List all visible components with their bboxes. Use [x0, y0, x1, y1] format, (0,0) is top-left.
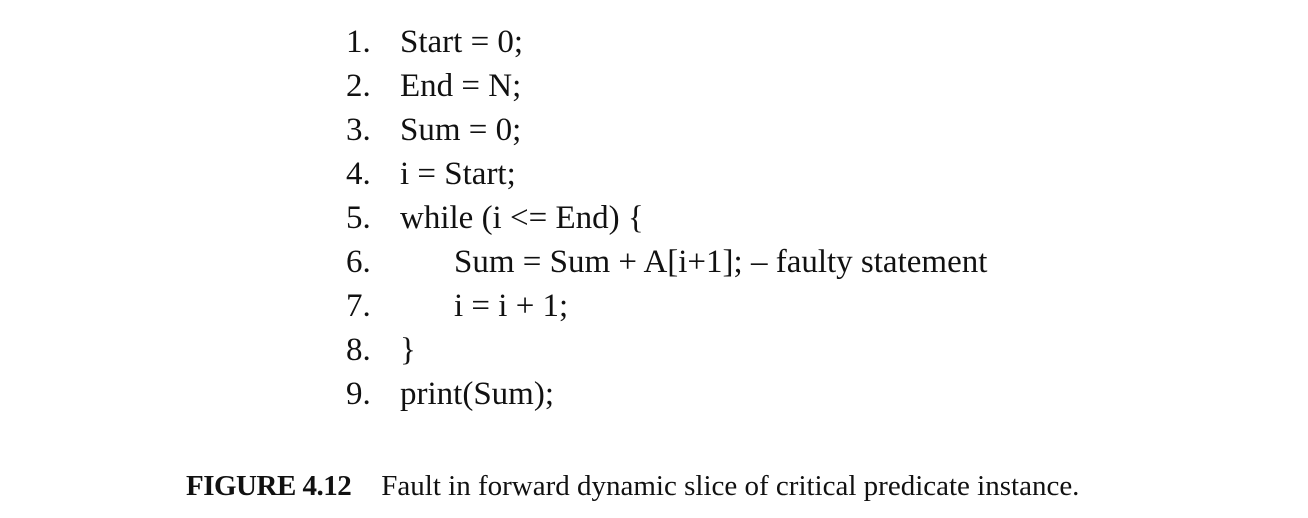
- code-line: 9. print(Sum);: [346, 372, 987, 416]
- figure-caption: FIGURE 4.12 Fault in forward dynamic slic…: [186, 466, 1079, 506]
- line-number: 2.: [346, 68, 371, 104]
- line-number: 8.: [346, 332, 371, 368]
- code-text: Sum = 0;: [400, 112, 522, 148]
- code-text: }: [400, 332, 416, 368]
- figure-label: FIGURE 4.12: [186, 470, 352, 502]
- line-number: 9.: [346, 376, 371, 412]
- caption-text: Fault in forward dynamic slice of critic…: [381, 470, 1080, 502]
- code-text: End = N;: [400, 68, 522, 104]
- code-line: 1. Start = 0;: [346, 20, 987, 64]
- code-text: i = i + 1;: [454, 288, 569, 324]
- line-number: 6.: [346, 244, 371, 280]
- code-line: 4. i = Start;: [346, 152, 987, 196]
- code-text: i = Start;: [400, 156, 516, 192]
- line-number: 1.: [346, 24, 371, 60]
- line-number: 3.: [346, 112, 371, 148]
- code-text: Sum = Sum + A[i+1]; – faulty statement: [454, 244, 988, 280]
- code-line: 7. i = i + 1;: [346, 284, 987, 328]
- code-listing: 1. Start = 0; 2. End = N; 3. Sum = 0; 4. i =…: [346, 20, 987, 416]
- code-line-faulty: 6. Sum = Sum + A[i+1]; – faulty statement: [346, 240, 987, 284]
- code-line: 5. while (i <= End) {: [346, 196, 987, 240]
- line-number: 5.: [346, 200, 371, 236]
- code-text: Start = 0;: [400, 24, 524, 60]
- code-line: 3. Sum = 0;: [346, 108, 987, 152]
- code-line: 2. End = N;: [346, 64, 987, 108]
- line-number: 4.: [346, 156, 371, 192]
- line-number: 7.: [346, 288, 371, 324]
- code-text: print(Sum);: [400, 376, 554, 412]
- code-line: 8.}: [346, 328, 987, 372]
- code-text: while (i <= End) {: [400, 200, 644, 236]
